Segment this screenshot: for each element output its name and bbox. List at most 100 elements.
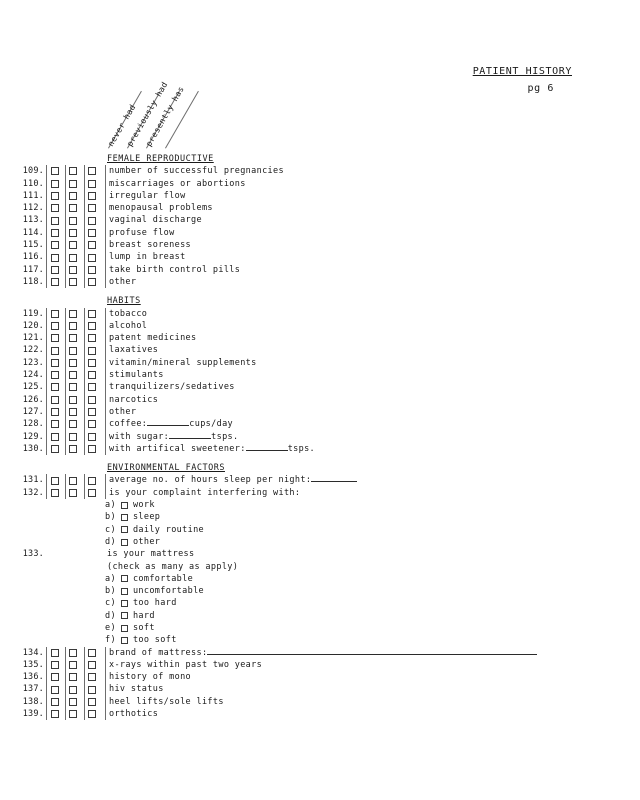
checkbox-never-had[interactable] [51,358,59,367]
checkbox-previously-had[interactable] [69,228,77,237]
checkbox-never-had[interactable] [51,673,59,682]
fill-in-blank[interactable] [169,431,212,439]
checkbox-never-had[interactable] [51,216,59,225]
checkbox-never-had[interactable] [51,383,59,392]
checkbox-previously-had[interactable] [69,408,77,417]
checkbox-sub-option[interactable] [120,513,128,521]
checkbox-never-had[interactable] [51,204,59,213]
checkbox-previously-had[interactable] [69,476,77,485]
fill-in-blank[interactable] [311,474,358,483]
checkbox-never-had[interactable] [51,444,59,453]
checkbox-never-had[interactable] [51,346,59,355]
checkbox-previously-had[interactable] [69,358,77,367]
checkbox-presently-has[interactable] [88,278,96,287]
checkbox-presently-has[interactable] [88,420,96,429]
checkbox-presently-has[interactable] [88,697,96,706]
checkbox-previously-had[interactable] [69,488,77,497]
checkbox-previously-had[interactable] [69,697,77,706]
checkbox-never-had[interactable] [51,228,59,237]
checkbox-previously-had[interactable] [69,241,77,250]
checkbox-presently-has[interactable] [88,309,96,318]
checkbox-presently-has[interactable] [88,673,96,682]
checkbox-previously-had[interactable] [69,265,77,274]
checkbox-never-had[interactable] [51,278,59,287]
checkbox-presently-has[interactable] [88,253,96,262]
checkbox-previously-had[interactable] [69,685,77,694]
checkbox-presently-has[interactable] [88,685,96,694]
checkbox-never-had[interactable] [51,322,59,330]
checkbox-previously-had[interactable] [69,648,77,657]
checkbox-presently-has[interactable] [88,661,96,670]
fill-in-blank[interactable] [207,647,538,655]
checkbox-presently-has[interactable] [88,648,96,657]
checkbox-presently-has[interactable] [88,241,96,250]
checkbox-presently-has[interactable] [88,371,96,380]
checkbox-never-had[interactable] [51,334,59,343]
checkbox-presently-has[interactable] [88,228,96,237]
checkbox-never-had[interactable] [51,265,59,274]
checkbox-sub-option[interactable] [120,538,128,546]
checkbox-sub-option[interactable] [120,624,128,632]
checkbox-sub-option[interactable] [120,575,128,583]
checkbox-previously-had[interactable] [69,383,77,392]
checkbox-presently-has[interactable] [88,265,96,274]
checkbox-sub-option[interactable] [120,587,128,595]
fill-in-blank[interactable] [245,443,288,451]
checkbox-presently-has[interactable] [88,346,96,355]
checkbox-never-had[interactable] [51,432,59,441]
checkbox-presently-has[interactable] [88,395,96,404]
checkbox-never-had[interactable] [51,685,59,694]
checkbox-previously-had[interactable] [69,346,77,355]
checkbox-sub-option[interactable] [120,600,128,608]
checkbox-previously-had[interactable] [69,432,77,441]
checkbox-previously-had[interactable] [69,710,77,719]
checkbox-previously-had[interactable] [69,309,77,318]
checkbox-presently-has[interactable] [88,383,96,392]
checkbox-previously-had[interactable] [69,371,77,380]
checkbox-never-had[interactable] [51,408,59,417]
checkbox-presently-has[interactable] [88,488,96,497]
checkbox-never-had[interactable] [51,253,59,262]
checkbox-presently-has[interactable] [88,192,96,201]
checkbox-previously-had[interactable] [69,420,77,429]
checkbox-previously-had[interactable] [69,444,77,453]
checkbox-sub-option[interactable] [120,636,128,644]
checkbox-presently-has[interactable] [88,408,96,417]
checkbox-presently-has[interactable] [88,432,96,441]
checkbox-sub-option[interactable] [120,612,128,620]
checkbox-never-had[interactable] [51,697,59,706]
checkbox-presently-has[interactable] [88,444,96,453]
checkbox-previously-had[interactable] [69,192,77,201]
checkbox-presently-has[interactable] [88,710,96,719]
checkbox-never-had[interactable] [51,179,59,188]
checkbox-previously-had[interactable] [69,204,77,213]
checkbox-never-had[interactable] [51,395,59,404]
checkbox-never-had[interactable] [51,420,59,429]
checkbox-presently-has[interactable] [88,179,96,188]
checkbox-previously-had[interactable] [69,334,77,343]
checkbox-sub-option[interactable] [120,526,128,534]
checkbox-never-had[interactable] [51,710,59,719]
checkbox-never-had[interactable] [51,661,59,670]
checkbox-presently-has[interactable] [88,358,96,367]
checkbox-presently-has[interactable] [88,216,96,225]
checkbox-presently-has[interactable] [88,167,96,176]
checkbox-previously-had[interactable] [69,673,77,682]
checkbox-never-had[interactable] [51,192,59,201]
checkbox-never-had[interactable] [51,371,59,380]
fill-in-blank[interactable] [147,418,190,427]
checkbox-never-had[interactable] [51,648,59,657]
checkbox-presently-has[interactable] [88,204,96,213]
checkbox-previously-had[interactable] [69,216,77,225]
checkbox-presently-has[interactable] [88,476,96,485]
checkbox-previously-had[interactable] [69,395,77,404]
checkbox-never-had[interactable] [51,241,59,250]
checkbox-previously-had[interactable] [69,322,77,330]
checkbox-never-had[interactable] [51,167,59,176]
checkbox-sub-option[interactable] [120,501,128,509]
checkbox-never-had[interactable] [51,309,59,318]
checkbox-never-had[interactable] [51,488,59,497]
checkbox-presently-has[interactable] [88,334,96,343]
checkbox-previously-had[interactable] [69,278,77,287]
checkbox-previously-had[interactable] [69,661,77,670]
